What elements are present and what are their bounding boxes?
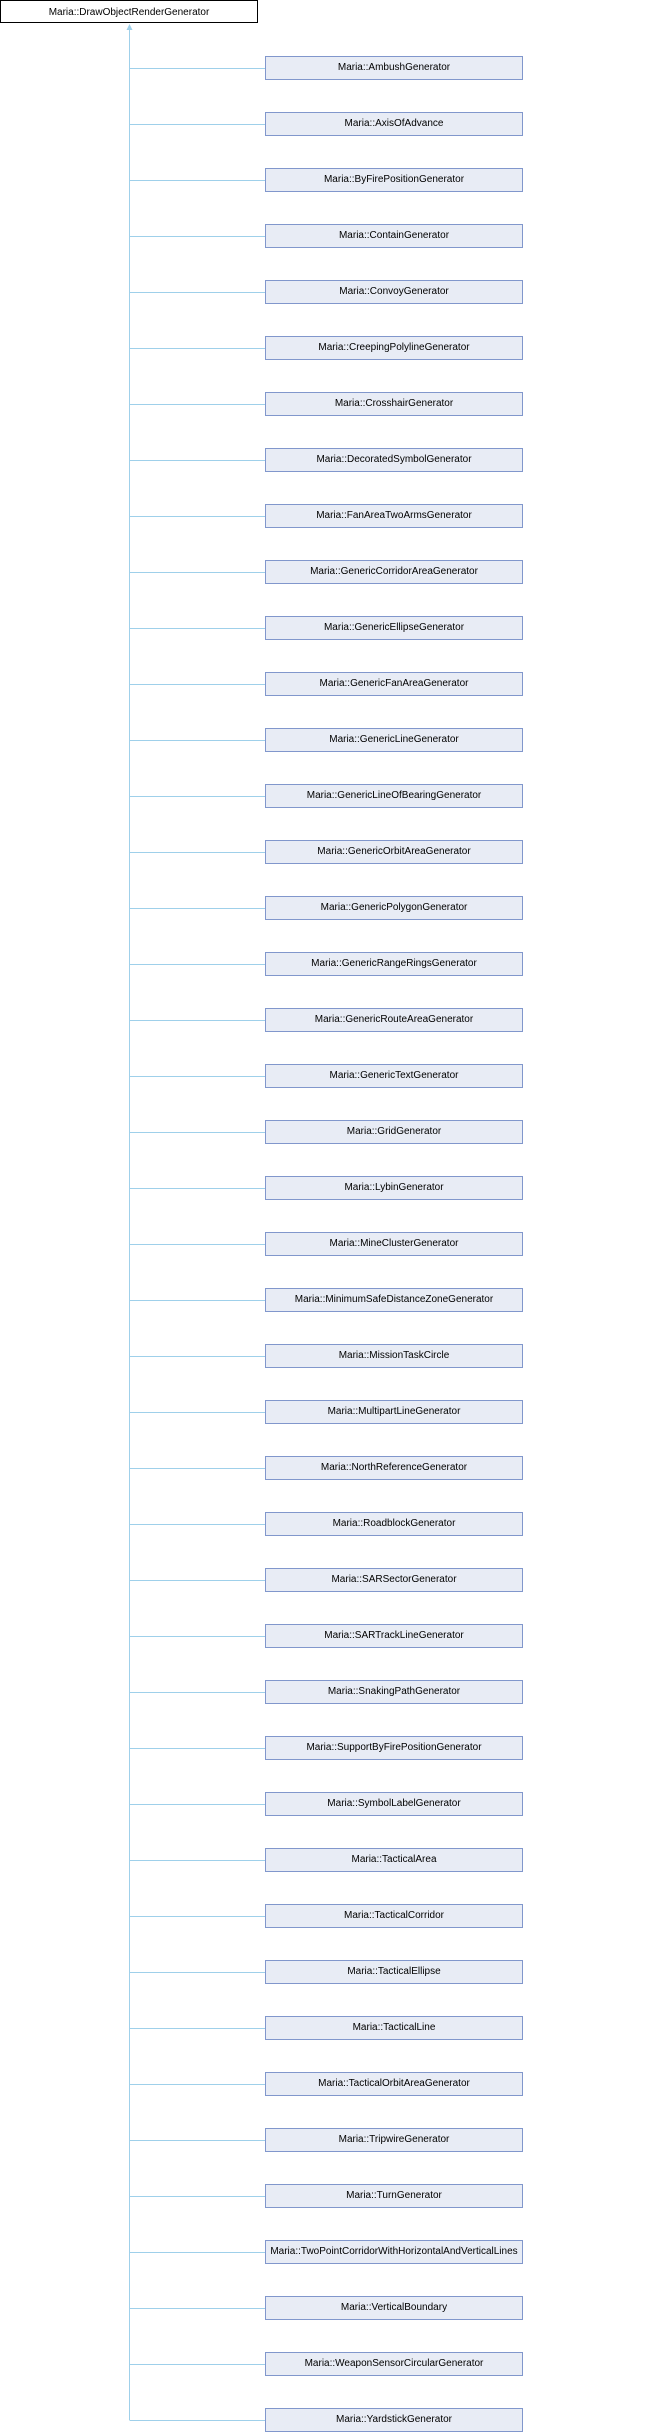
derived-class-node[interactable]: Maria::GenericLineGenerator bbox=[265, 728, 523, 752]
derived-class-node[interactable]: Maria::CreepingPolylineGenerator bbox=[265, 336, 523, 360]
derived-class-node[interactable]: Maria::ContainGenerator bbox=[265, 224, 523, 248]
inheritance-arrowhead-icon bbox=[126, 24, 133, 30]
derived-class-node[interactable]: Maria::MinimumSafeDistanceZoneGenerator bbox=[265, 1288, 523, 1312]
derived-class-node[interactable]: Maria::RoadblockGenerator bbox=[265, 1512, 523, 1536]
derived-class-node[interactable]: Maria::SARSectorGenerator bbox=[265, 1568, 523, 1592]
derived-class-node[interactable]: Maria::TwoPointCorridorWithHorizontalAnd… bbox=[265, 2240, 523, 2264]
derived-class-node[interactable]: Maria::TacticalLine bbox=[265, 2016, 523, 2040]
derived-class-node[interactable]: Maria::LybinGenerator bbox=[265, 1176, 523, 1200]
derived-class-node[interactable]: Maria::WeaponSensorCircularGenerator bbox=[265, 2352, 523, 2376]
derived-class-node[interactable]: Maria::GenericTextGenerator bbox=[265, 1064, 523, 1088]
derived-class-node[interactable]: Maria::TacticalArea bbox=[265, 1848, 523, 1872]
derived-class-node[interactable]: Maria::GenericCorridorAreaGenerator bbox=[265, 560, 523, 584]
derived-class-node[interactable]: Maria::GenericRangeRingsGenerator bbox=[265, 952, 523, 976]
derived-class-node[interactable]: Maria::SymbolLabelGenerator bbox=[265, 1792, 523, 1816]
derived-class-node[interactable]: Maria::TacticalEllipse bbox=[265, 1960, 523, 1984]
derived-class-node[interactable]: Maria::YardstickGenerator bbox=[265, 2408, 523, 2432]
derived-class-node[interactable]: Maria::ConvoyGenerator bbox=[265, 280, 523, 304]
derived-class-node[interactable]: Maria::TacticalOrbitAreaGenerator bbox=[265, 2072, 523, 2096]
derived-class-node[interactable]: Maria::NorthReferenceGenerator bbox=[265, 1456, 523, 1480]
derived-class-node[interactable]: Maria::GenericOrbitAreaGenerator bbox=[265, 840, 523, 864]
derived-class-node[interactable]: Maria::ByFirePositionGenerator bbox=[265, 168, 523, 192]
derived-class-node[interactable]: Maria::SnakingPathGenerator bbox=[265, 1680, 523, 1704]
derived-class-node[interactable]: Maria::TripwireGenerator bbox=[265, 2128, 523, 2152]
derived-class-node[interactable]: Maria::GenericPolygonGenerator bbox=[265, 896, 523, 920]
derived-class-node[interactable]: Maria::MissionTaskCircle bbox=[265, 1344, 523, 1368]
derived-class-node[interactable]: Maria::MultipartLineGenerator bbox=[265, 1400, 523, 1424]
derived-class-node[interactable]: Maria::CrosshairGenerator bbox=[265, 392, 523, 416]
derived-class-node[interactable]: Maria::SupportByFirePositionGenerator bbox=[265, 1736, 523, 1760]
derived-class-node[interactable]: Maria::GridGenerator bbox=[265, 1120, 523, 1144]
derived-class-node[interactable]: Maria::AxisOfAdvance bbox=[265, 112, 523, 136]
derived-class-node[interactable]: Maria::GenericFanAreaGenerator bbox=[265, 672, 523, 696]
derived-class-node[interactable]: Maria::SARTrackLineGenerator bbox=[265, 1624, 523, 1648]
derived-class-node[interactable]: Maria::DecoratedSymbolGenerator bbox=[265, 448, 523, 472]
derived-class-node[interactable]: Maria::TurnGenerator bbox=[265, 2184, 523, 2208]
base-class-node[interactable]: Maria::DrawObjectRenderGenerator bbox=[0, 0, 258, 23]
derived-class-node[interactable]: Maria::FanAreaTwoArmsGenerator bbox=[265, 504, 523, 528]
derived-class-node[interactable]: Maria::MineClusterGenerator bbox=[265, 1232, 523, 1256]
derived-class-node[interactable]: Maria::GenericRouteAreaGenerator bbox=[265, 1008, 523, 1032]
derived-class-node[interactable]: Maria::AmbushGenerator bbox=[265, 56, 523, 80]
derived-class-node[interactable]: Maria::VerticalBoundary bbox=[265, 2296, 523, 2320]
derived-class-node[interactable]: Maria::GenericLineOfBearingGenerator bbox=[265, 784, 523, 808]
derived-class-node[interactable]: Maria::GenericEllipseGenerator bbox=[265, 616, 523, 640]
derived-class-node[interactable]: Maria::TacticalCorridor bbox=[265, 1904, 523, 1928]
